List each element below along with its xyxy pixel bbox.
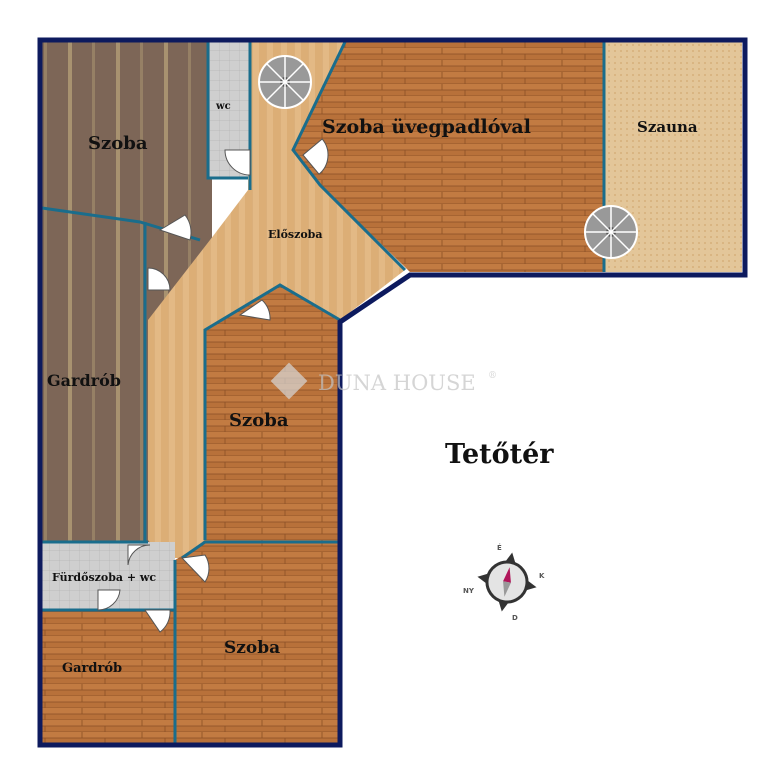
label-szauna: Szauna <box>637 118 698 136</box>
inner-walls <box>41 41 606 743</box>
door-icon <box>147 267 171 291</box>
door-swings <box>97 138 329 633</box>
door-icon <box>180 554 210 583</box>
compass-east: K <box>539 572 545 580</box>
door-icon <box>158 214 192 241</box>
label-gardrob-bottom: Gardrób <box>62 661 122 676</box>
room-szoba-middle <box>205 285 340 542</box>
label-szoba-bottom: Szoba <box>224 638 280 658</box>
spiral-stair-icon <box>584 205 638 259</box>
compass-west: NY <box>463 587 475 595</box>
watermark-text: DUNA HOUSE <box>318 371 476 395</box>
compass-north: É <box>497 543 502 552</box>
label-szoba-uvegpadloval: Szoba üvegpadlóval <box>322 116 531 138</box>
label-furdoszoba: Fürdőszoba + wc <box>52 571 156 584</box>
duna-house-logo-icon <box>270 362 308 400</box>
spiral-stair-icon <box>258 55 312 109</box>
watermark: DUNA HOUSE ® <box>270 362 497 400</box>
compass-south: D <box>512 614 518 622</box>
door-icon <box>238 299 271 321</box>
room-eloszoba <box>148 42 405 558</box>
label-szoba-top-left: Szoba <box>88 133 148 154</box>
watermark-mark: ® <box>488 371 497 381</box>
room-gardrob-bottom <box>42 610 175 743</box>
compass-icon <box>477 552 537 612</box>
door-icon <box>224 149 251 176</box>
label-wc: wc <box>215 101 231 112</box>
door-icon <box>144 609 171 633</box>
outer-wall <box>37 37 748 748</box>
label-teto: Tetőtér <box>445 439 554 470</box>
label-gardrob-left: Gardrób <box>47 371 121 390</box>
room-szoba-bottom <box>175 542 340 743</box>
label-szoba-middle: Szoba <box>229 410 289 431</box>
door-icon <box>302 138 329 175</box>
door-icon <box>97 589 121 611</box>
room-szoba-uvegpadloval <box>293 42 604 272</box>
door-icon <box>127 544 151 566</box>
label-eloszoba: Előszoba <box>268 228 323 241</box>
